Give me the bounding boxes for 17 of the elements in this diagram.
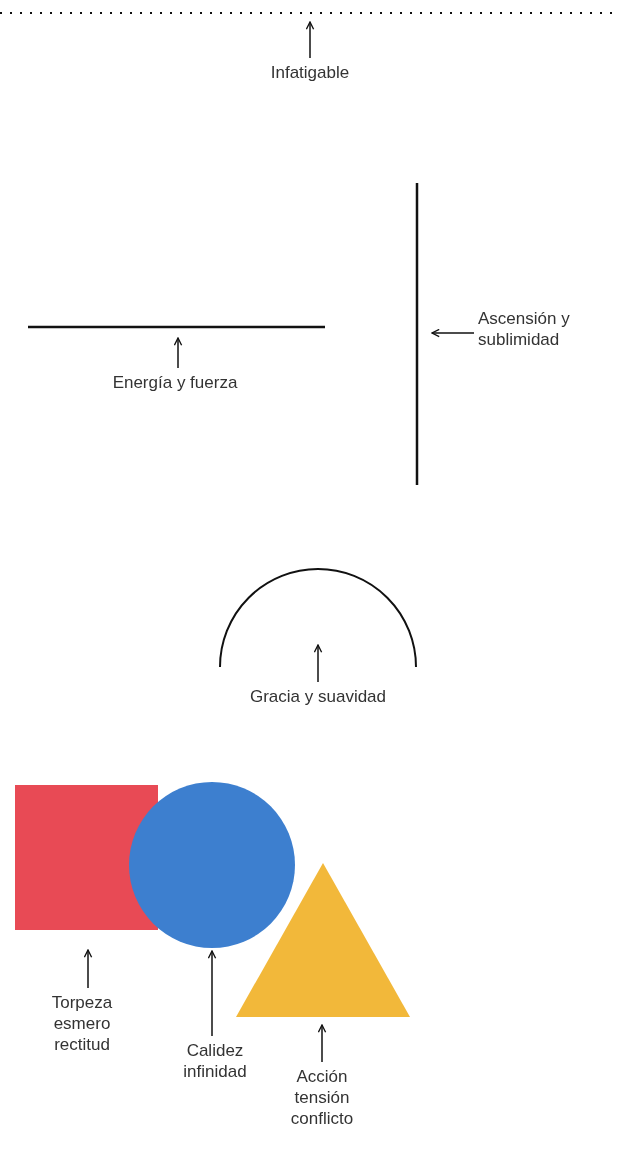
caption-text: Ascensión y sublimidad	[478, 308, 571, 350]
leader-arrow	[305, 21, 315, 59]
caption-text: Acción tensión conflicto	[289, 1066, 355, 1129]
caption-text: Infatigable	[269, 62, 351, 83]
leader-arrow	[317, 1024, 327, 1063]
leader-arrow	[431, 328, 475, 338]
leader-arrow	[173, 337, 183, 369]
circle-shape	[129, 782, 295, 948]
leader-arrow	[83, 949, 93, 989]
triangle-shape	[236, 863, 410, 1017]
leader-arrow	[313, 644, 323, 683]
caption-text: Torpeza esmero rectitud	[50, 992, 114, 1055]
leader-arrow	[207, 950, 217, 1037]
semicircle-arc	[218, 565, 418, 667]
caption-text: Calidez infinidad	[182, 1040, 248, 1082]
caption-text: Energía y fuerza	[111, 372, 239, 393]
caption-text: Gracia y suavidad	[248, 686, 388, 707]
